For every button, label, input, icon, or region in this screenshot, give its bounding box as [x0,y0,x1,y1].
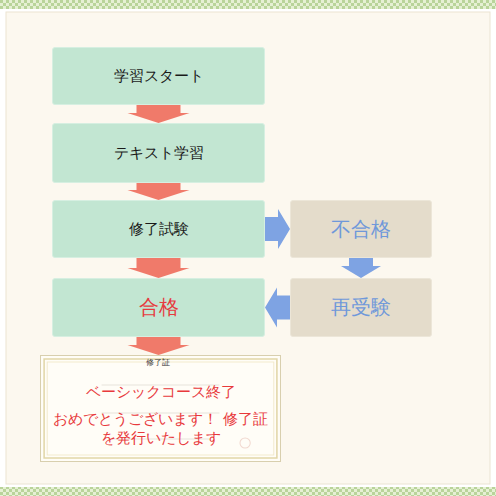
process-box: 修了試験 [52,200,265,258]
node-label: 修了試験 [129,219,189,239]
node-label: 再受験 [331,294,391,321]
process-box: 再受験 [290,278,432,337]
node-label: 不合格 [331,216,391,243]
flow-arrow [128,105,190,123]
message-text: おめでとうございます！ 修了証を発行いたします [48,410,273,448]
process-box: テキスト学習 [52,123,265,183]
node-label: 合格 [139,294,179,321]
course-title: ベーシックコース終了 [86,383,236,402]
flow-arrow [128,337,190,355]
result-box: 合格 [52,278,265,337]
flow-arrow [128,258,190,278]
certificate-box: ベーシックコース終了おめでとうございます！ 修了証を発行いたします [40,355,281,462]
flow-arrow [341,258,381,278]
top-band [0,0,496,9]
node-label: テキスト学習 [114,143,204,163]
result-box: 不合格 [290,200,432,258]
certificate-heading: 修了証 [40,359,275,367]
process-box: 学習スタート [52,47,265,105]
bottom-band [0,487,496,496]
panel [6,12,490,484]
flow-arrow [128,183,190,200]
flow-arrow [265,288,290,328]
flow-arrow [265,209,290,249]
node-label: 学習スタート [114,66,204,86]
